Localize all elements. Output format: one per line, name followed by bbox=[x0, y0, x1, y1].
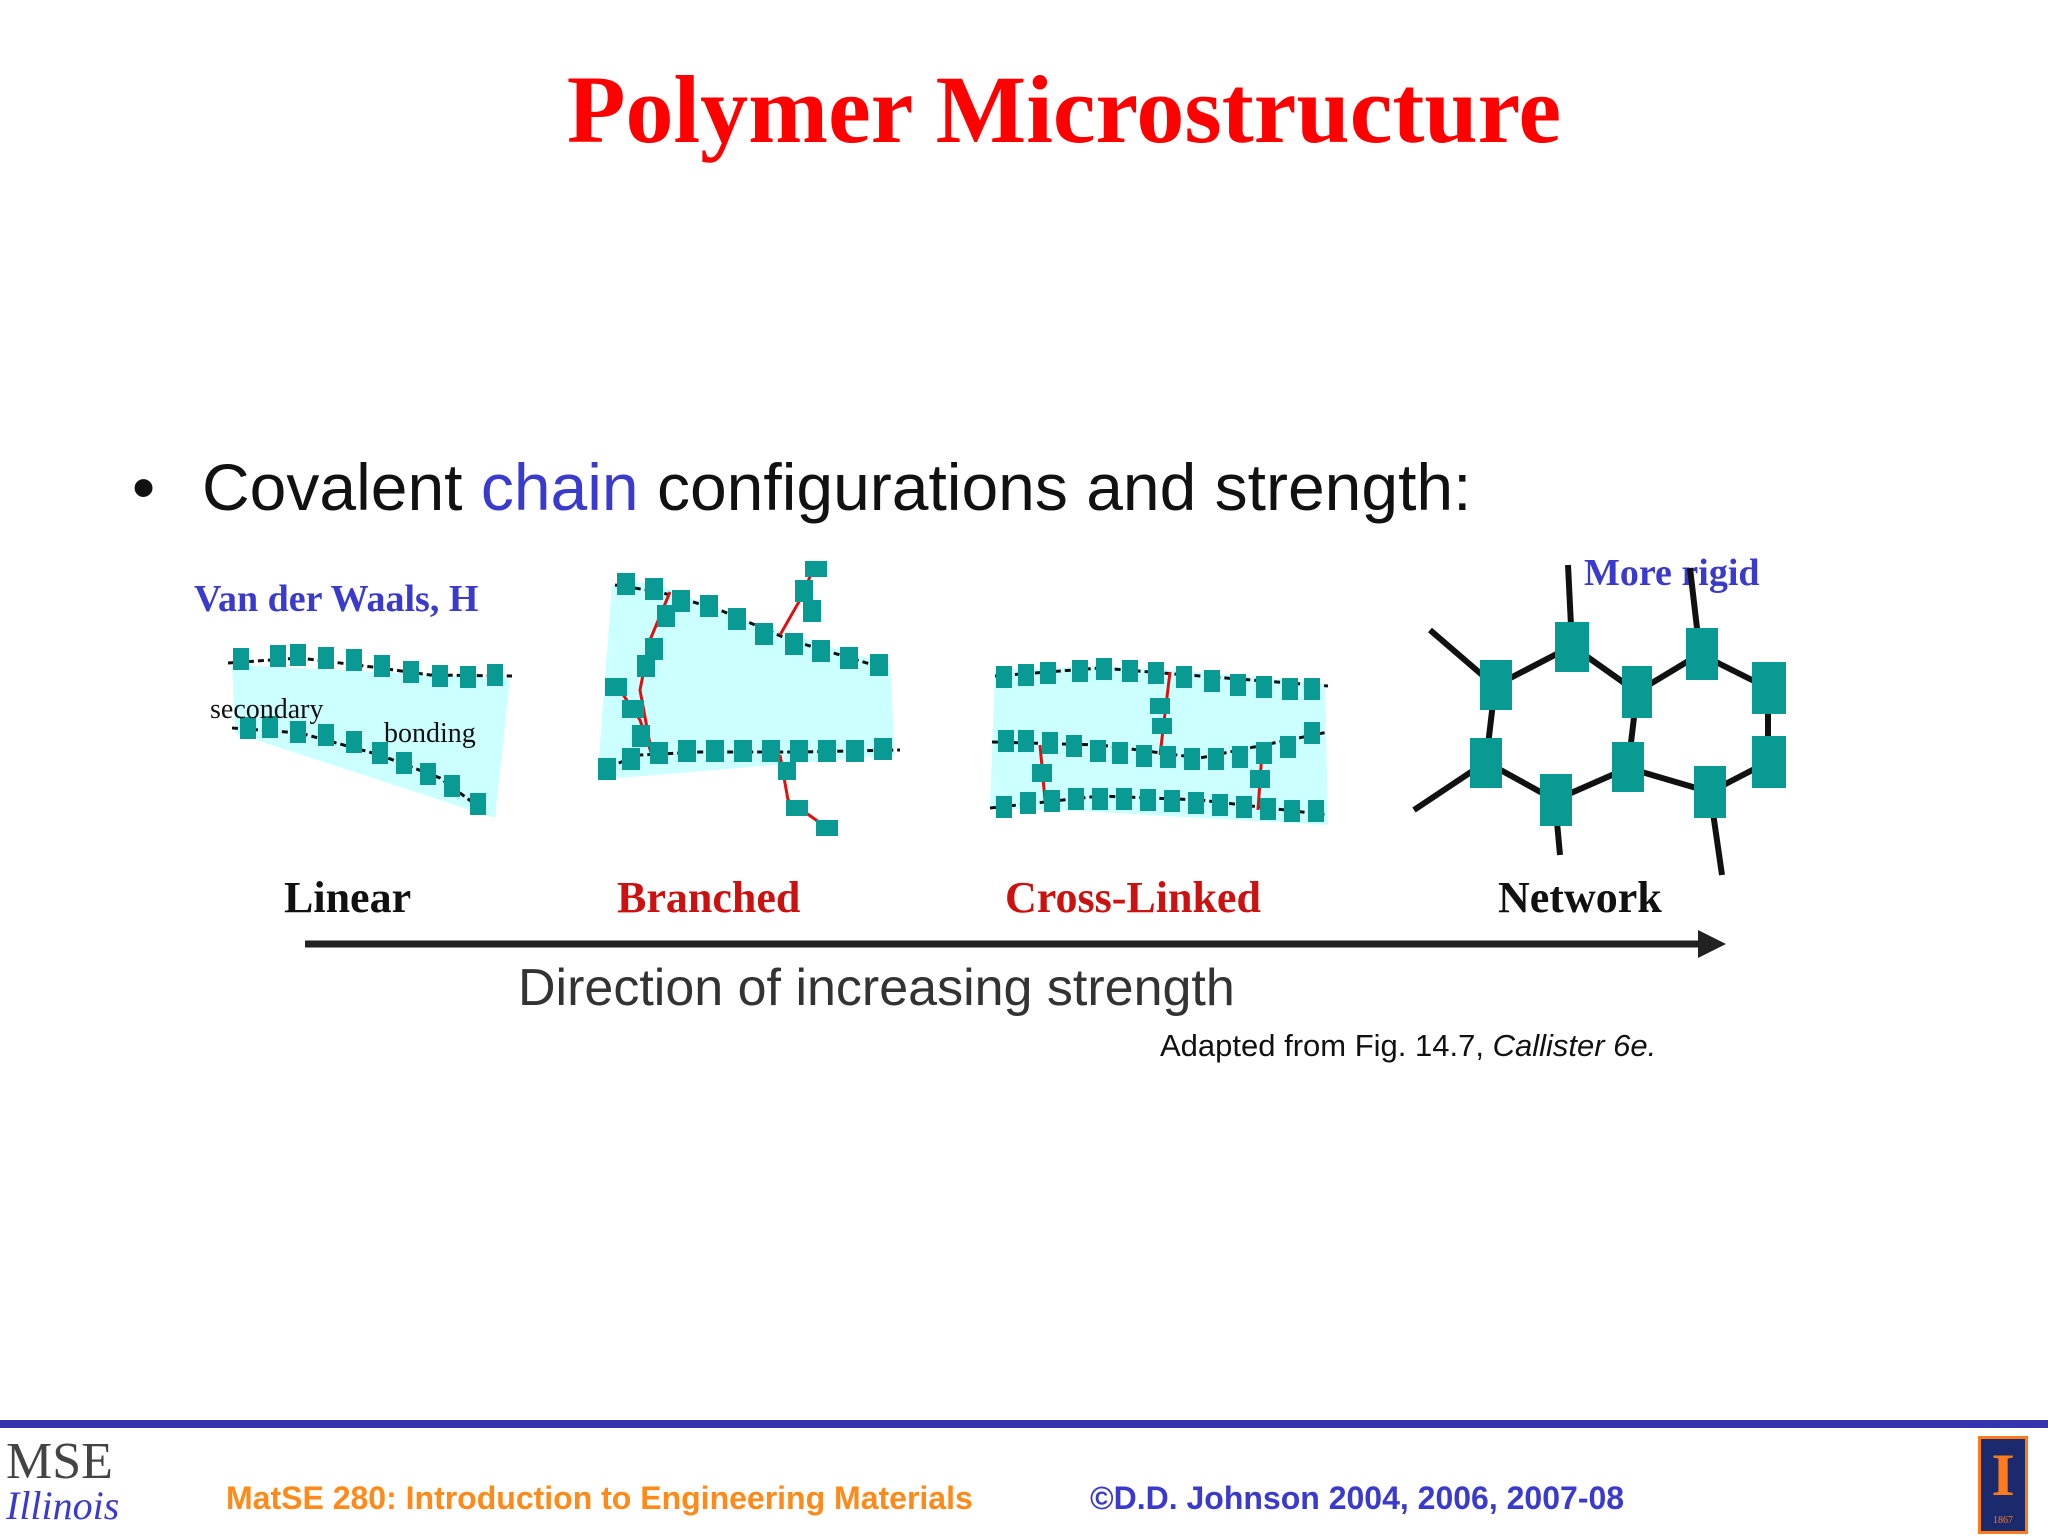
more-rigid-label: More rigid bbox=[1584, 552, 1760, 594]
footer-divider bbox=[0, 1420, 2048, 1428]
logo-top-text: MSE bbox=[6, 1433, 113, 1490]
direction-label: Direction of increasing strength bbox=[518, 959, 1235, 1017]
secondary-force-label: Van der Waals, H bbox=[194, 578, 479, 620]
seal-letter: I bbox=[1991, 1442, 2015, 1508]
network-structure bbox=[1412, 564, 1786, 876]
figure-credit: Adapted from Fig. 14.7, Callister 6e. bbox=[1160, 1030, 1656, 1061]
bullet-text-prefix: Covalent bbox=[202, 450, 481, 524]
bullet-point: •Covalent chain configurations and stren… bbox=[132, 454, 1471, 520]
bullet-highlight-word: chain bbox=[480, 450, 639, 524]
branched-structure bbox=[598, 561, 901, 836]
bullet-text-suffix: configurations and strength: bbox=[638, 450, 1472, 524]
university-seal-icon: I 1867 bbox=[1978, 1436, 2028, 1534]
category-network: Network bbox=[1498, 873, 1662, 922]
category-linear: Linear bbox=[284, 873, 412, 922]
bullet-dot: • bbox=[132, 450, 156, 524]
logo-bottom-text: Illinois bbox=[6, 1483, 120, 1528]
slide-title: Polymer Microstructure bbox=[566, 56, 1562, 163]
category-cross-linked: Cross-Linked bbox=[1005, 873, 1261, 922]
footer-course-name: MatSE 280: Introduction to Engineering M… bbox=[226, 1480, 973, 1516]
linear-structure bbox=[227, 644, 513, 818]
strength-direction-arrow bbox=[305, 930, 1726, 958]
bonding-label: bonding bbox=[384, 718, 476, 749]
category-branched: Branched bbox=[617, 873, 801, 922]
mse-illinois-logo: MSE Illinois bbox=[6, 1436, 146, 1536]
cross-linked-structure bbox=[989, 658, 1329, 825]
secondary-label: secondary bbox=[210, 694, 324, 725]
figure-credit-prefix: Adapted from Fig. 14.7, bbox=[1160, 1028, 1493, 1063]
seal-year: 1867 bbox=[1993, 1515, 2013, 1526]
footer-copyright: ©D.D. Johnson 2004, 2006, 2007-08 bbox=[1090, 1480, 1625, 1516]
figure-credit-source: Callister 6e. bbox=[1492, 1028, 1657, 1063]
